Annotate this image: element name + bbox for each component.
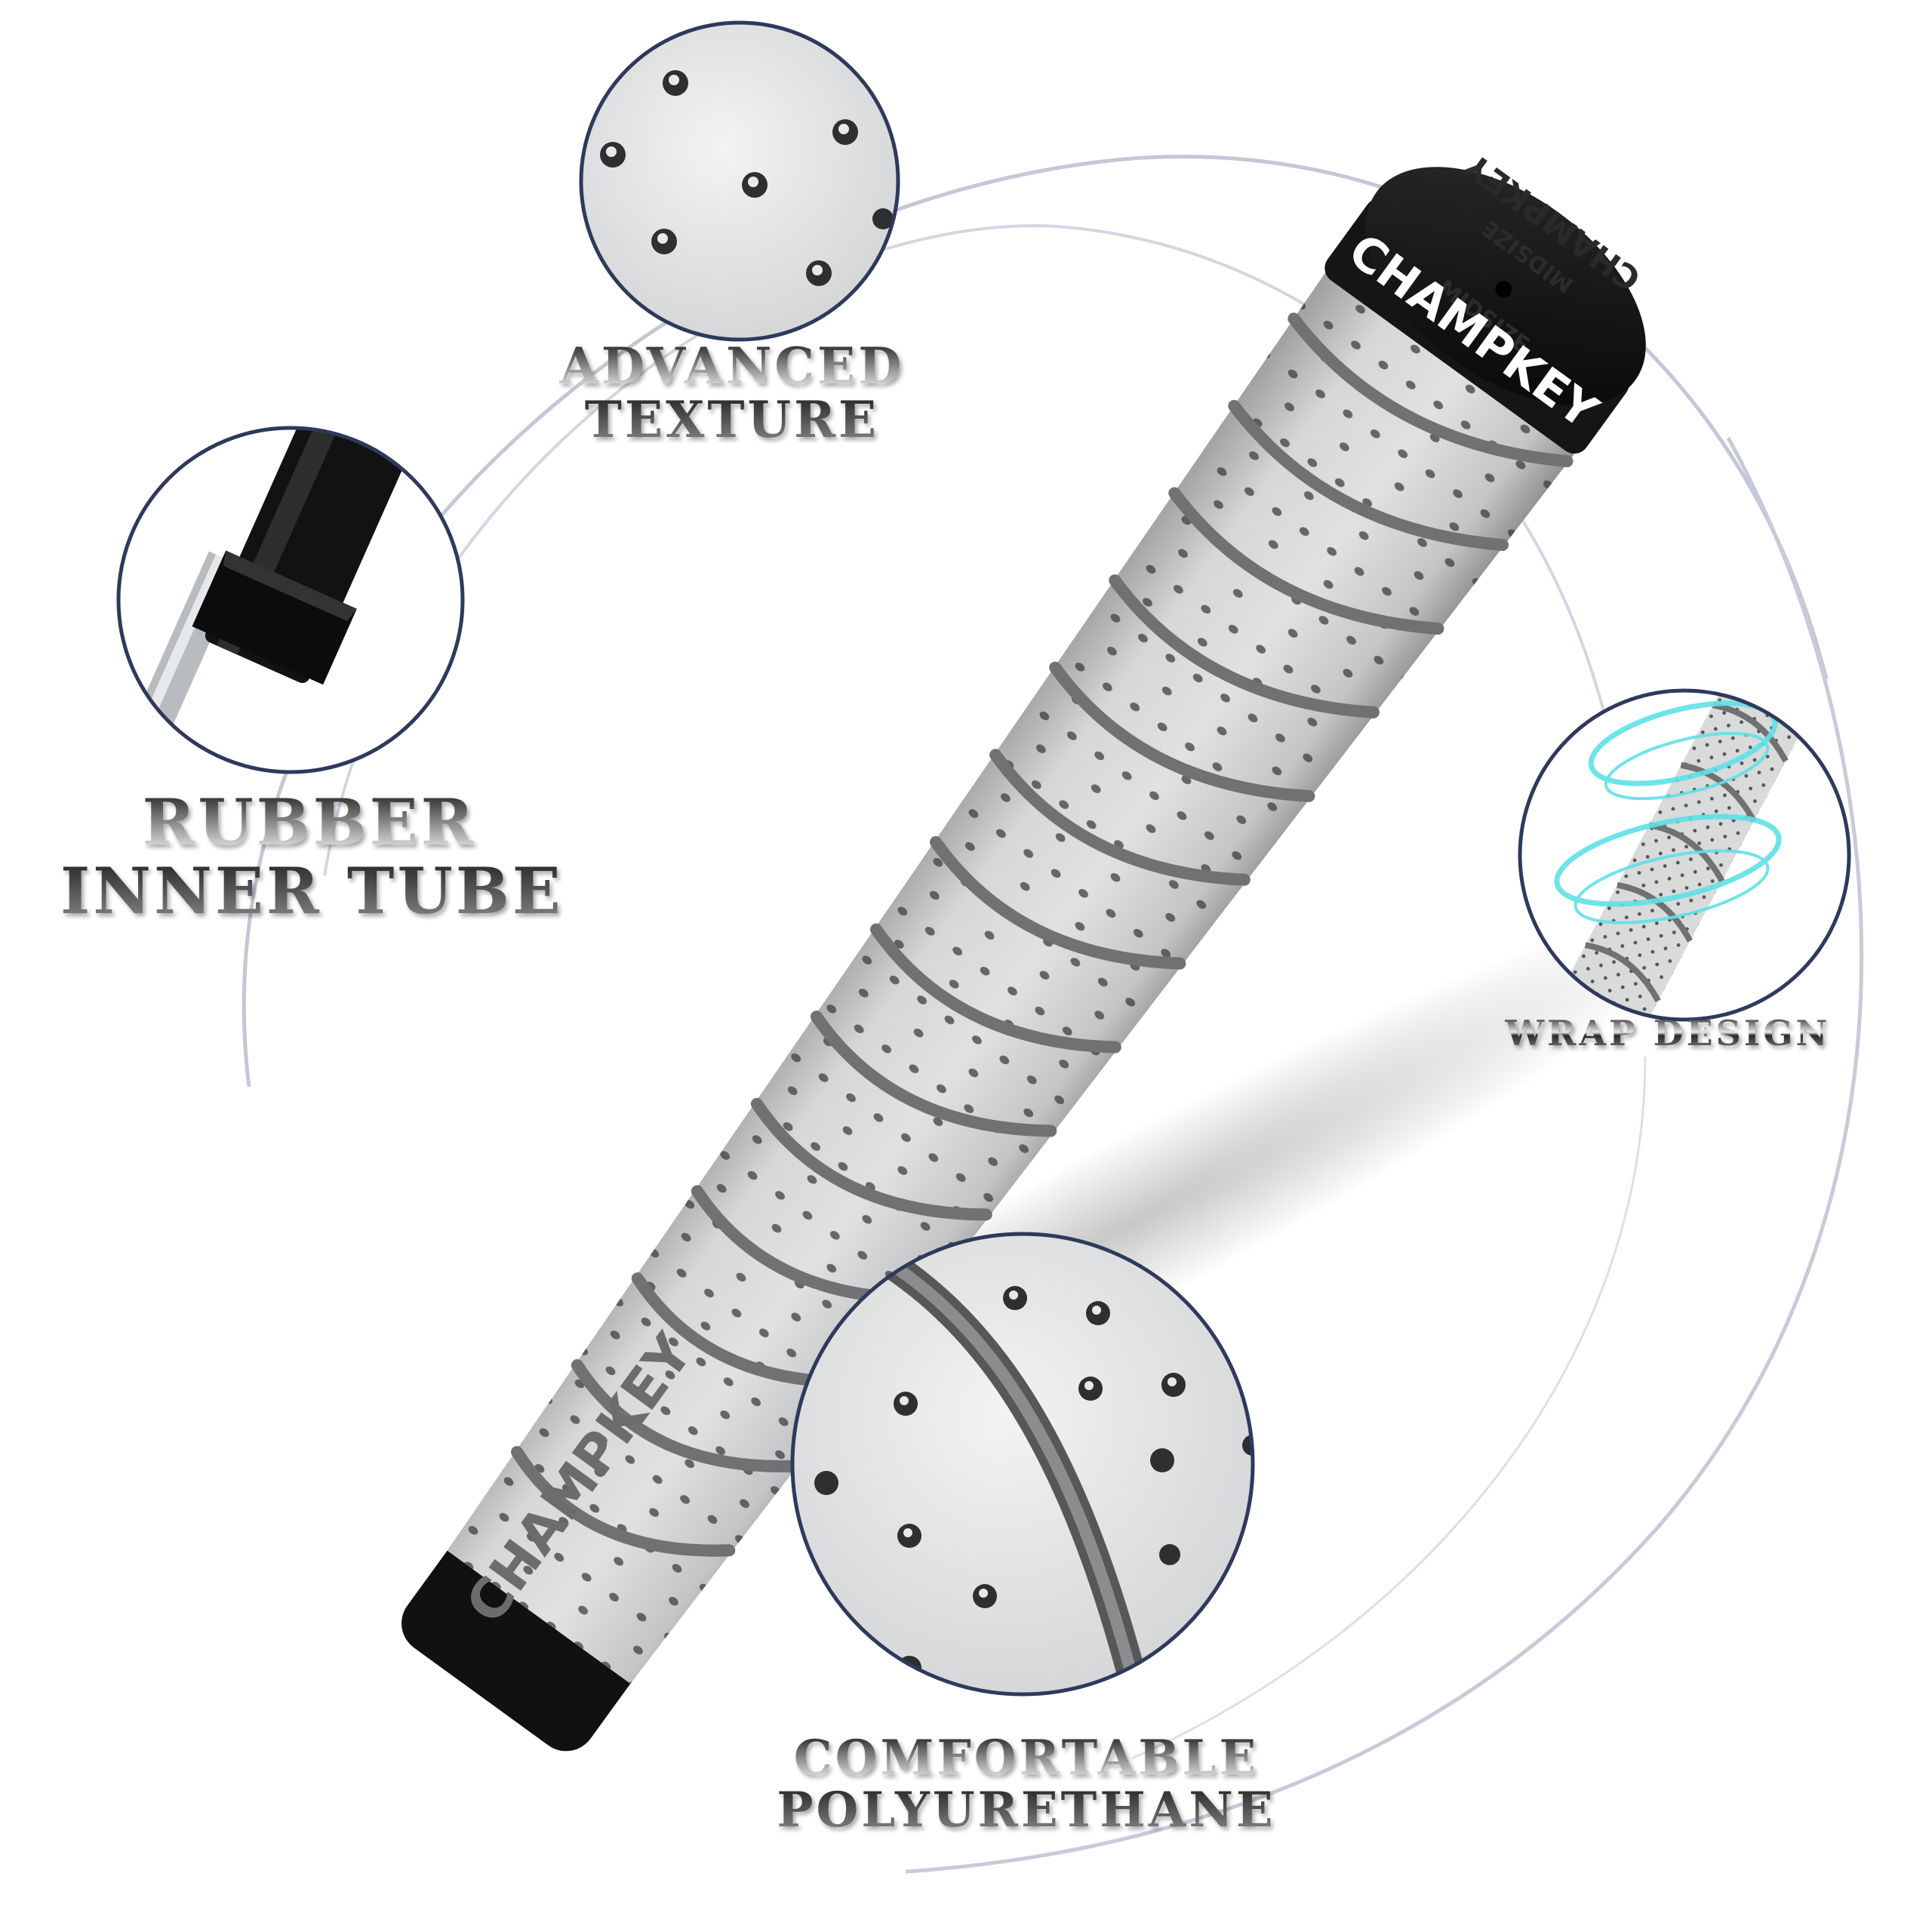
feature-label-advanced-texture: ADVANCED TEXTURE <box>543 340 921 448</box>
closeup-rubber-inner-tube <box>116 426 465 774</box>
feature-label-wrap-design: WRAP DESIGN <box>1494 1015 1841 1053</box>
closeup-advanced-texture <box>579 20 900 342</box>
feature-label-line: WRAP DESIGN <box>1505 1013 1831 1054</box>
grip-perforations <box>447 250 1592 1684</box>
grip-bottom-cap <box>401 1513 654 1752</box>
feature-label-line: INNER TUBE <box>60 853 564 928</box>
feature-label-rubber-inner-tube: RUBBER INNER TUBE <box>60 789 558 925</box>
feature-label-line: COMFORTABLE <box>793 1730 1260 1786</box>
feature-label-line: POLYURETHANE <box>777 1782 1276 1839</box>
feature-label-line: TEXTURE <box>584 390 880 450</box>
closeup-wrap-design <box>1518 688 1851 1022</box>
spiral-wrap-icon <box>1554 700 1782 924</box>
cap-vent-hole <box>1495 281 1512 298</box>
feature-label-line: ADVANCED <box>559 337 905 395</box>
closeup-comfortable-polyurethane <box>790 1232 1255 1697</box>
feature-label-comfortable-polyurethane: COMFORTABLE POLYURETHANE <box>762 1732 1291 1836</box>
feature-label-line: RUBBER <box>142 785 477 860</box>
grip-wrap-grooves <box>511 312 1574 1557</box>
